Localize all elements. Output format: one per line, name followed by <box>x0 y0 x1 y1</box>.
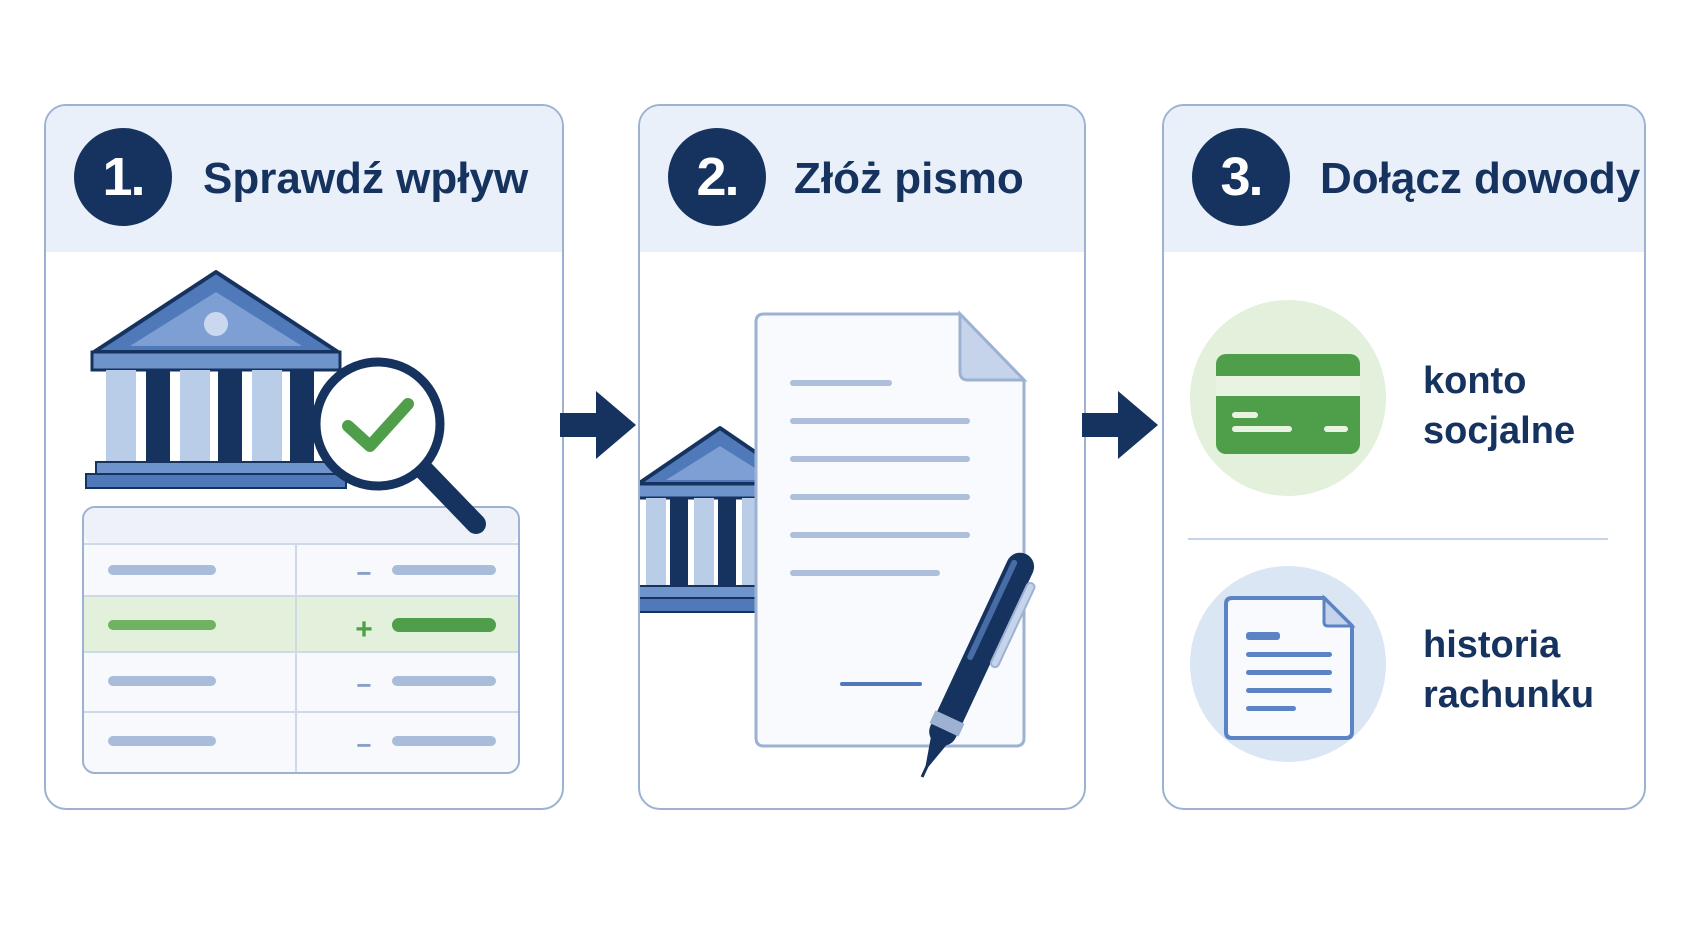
evidence-divider <box>1188 538 1608 540</box>
step-3-panel: 3. Dołącz dowody konto socjalne historia… <box>1162 104 1646 810</box>
step-2-panel: 2. Złóż pismo <box>638 104 1086 810</box>
magnifier-check-icon <box>311 357 486 534</box>
evidence-2-label-line1: historia <box>1423 624 1561 666</box>
evidence-1-label-line2: socjalne <box>1423 410 1576 452</box>
row-2-sign: + <box>355 613 373 646</box>
step-1-title: Sprawdź wpływ <box>203 154 529 203</box>
step-3-title: Dołącz dowody <box>1320 154 1641 203</box>
evidence-1-label: konto socjalne <box>1423 356 1575 456</box>
evidence-1-label-line1: konto <box>1423 360 1527 402</box>
row-1-sign: − <box>356 558 372 588</box>
statement-table <box>82 506 520 774</box>
bank-icon <box>85 270 347 489</box>
arrow-1-to-2-icon <box>560 391 636 459</box>
row-3-sign: − <box>356 670 372 700</box>
step-3-header: 3. Dołącz dowody <box>1164 106 1644 252</box>
step-1-panel: 1. Sprawdź wpływ − <box>44 104 564 810</box>
step-1-header: 1. Sprawdź wpływ <box>46 106 562 252</box>
step-2-number-badge: 2. <box>668 128 766 226</box>
credit-card-icon <box>1190 300 1386 496</box>
pen-icon <box>920 552 1036 778</box>
row-4-sign: − <box>356 730 372 760</box>
step-1-number-badge: 1. <box>74 128 172 226</box>
evidence-2-label-line2: rachunku <box>1423 674 1595 716</box>
document-icon <box>754 310 1028 748</box>
arrow-2-to-3-icon <box>1082 391 1158 459</box>
step-3-number-badge: 3. <box>1192 128 1290 226</box>
step-2-title: Złóż pismo <box>794 154 1024 203</box>
document-icon <box>1190 566 1386 762</box>
step-2-header: 2. Złóż pismo <box>640 106 1084 252</box>
evidence-2-label: historia rachunku <box>1423 620 1594 720</box>
small-bank-icon <box>640 426 804 613</box>
